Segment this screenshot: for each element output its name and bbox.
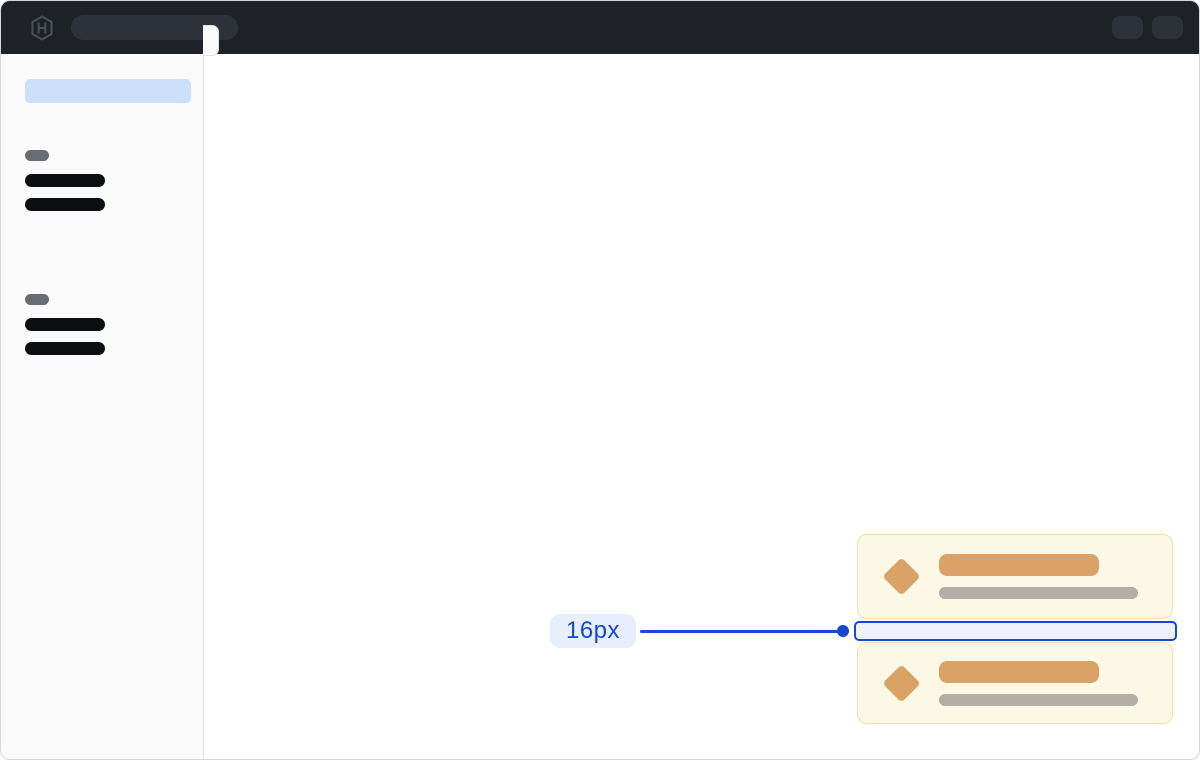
header-action-skeleton-2[interactable] — [1152, 16, 1183, 39]
sidebar — [1, 54, 204, 759]
card-subtitle-skeleton — [939, 693, 1138, 706]
card-title-skeleton — [939, 554, 1099, 576]
sidebar-group-label-skeleton-1 — [25, 150, 49, 161]
sidebar-nav-item-skeleton[interactable] — [25, 174, 105, 187]
spacing-gap-highlight — [854, 621, 1177, 641]
sidebar-flyout-tab[interactable] — [203, 25, 219, 56]
card-subtitle-skeleton — [939, 587, 1138, 599]
diamond-icon — [881, 663, 921, 703]
header-action-skeleton-1[interactable] — [1112, 16, 1143, 39]
top-nav-bar — [1, 1, 1199, 54]
sidebar-active-item-skeleton[interactable] — [25, 79, 191, 103]
diamond-icon — [881, 557, 921, 596]
measurement-dot — [837, 625, 849, 637]
sidebar-nav-item-skeleton[interactable] — [25, 318, 105, 331]
card-text-skeletons — [939, 660, 1138, 706]
card-text-skeletons — [939, 554, 1138, 599]
measurement-line — [640, 630, 841, 633]
sidebar-group-label-skeleton-2 — [25, 294, 49, 305]
hashicorp-logo-icon — [29, 14, 55, 42]
card-skeleton-2[interactable] — [857, 642, 1173, 724]
sidebar-nav-item-skeleton[interactable] — [25, 342, 105, 355]
sidebar-nav-item-skeleton[interactable] — [25, 198, 105, 211]
card-title-skeleton — [939, 660, 1099, 683]
card-skeleton-1[interactable] — [857, 534, 1173, 619]
spacing-label: 16px — [550, 614, 636, 648]
